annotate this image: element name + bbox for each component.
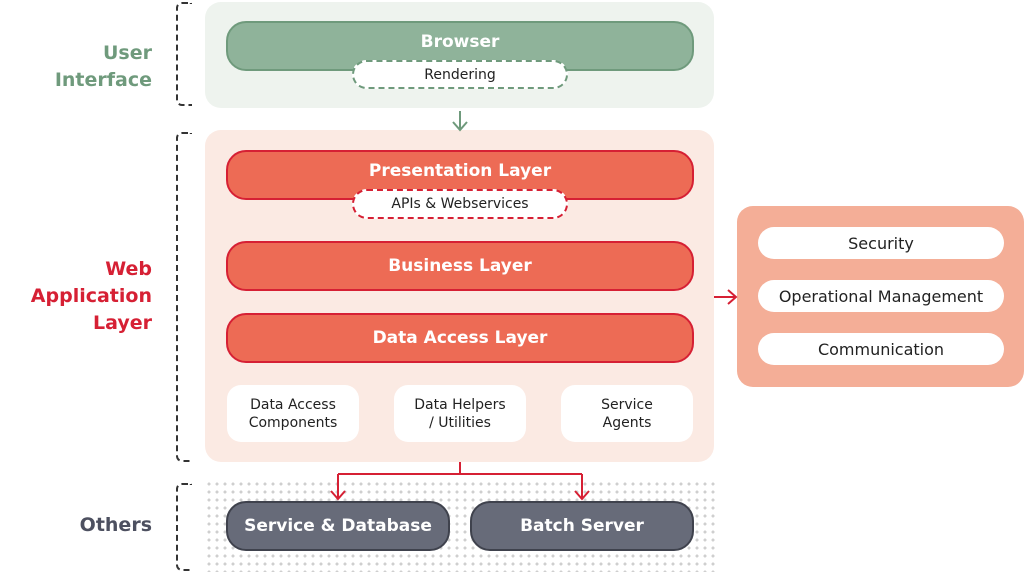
bracket-user-interface [176,2,192,106]
service-agents-box: Service Agents [561,385,693,442]
web-to-cross-cutting-arrow [714,289,738,305]
rendering-box: Rendering [352,60,568,89]
component-label-line: Data Helpers [414,396,506,413]
ui-to-web-arrow [452,111,468,132]
bracket-others [176,483,192,571]
component-label-line: Agents [602,414,652,431]
section-label-others: Others [79,514,152,536]
bracket-web-application [176,132,192,462]
section-label-user-interface: User Interface [54,42,152,91]
security-box: Security [758,227,1004,259]
component-label-line: Service [601,396,653,413]
operational-management-box: Operational Management [758,280,1004,312]
section-label-line: Layer [93,312,152,334]
section-label-line: Web [105,258,152,280]
component-label-line: Components [248,414,338,431]
section-label-web-application-layer: Web Application Layer [0,256,152,337]
data-access-layer-box: Data Access Layer [226,313,694,363]
service-database-box: Service & Database [226,501,450,551]
apis-webservices-box: APIs & Webservices [352,189,568,219]
communication-box: Communication [758,333,1004,365]
web-to-others-arrows [330,462,590,501]
business-layer-box: Business Layer [226,241,694,291]
section-label-line: Application [30,285,152,307]
data-access-components-box: Data Access Components [227,385,359,442]
batch-server-box: Batch Server [470,501,694,551]
component-label-line: Data Access [250,396,336,413]
component-label-line: / Utilities [429,414,491,431]
data-helpers-utilities-box: Data Helpers / Utilities [394,385,526,442]
